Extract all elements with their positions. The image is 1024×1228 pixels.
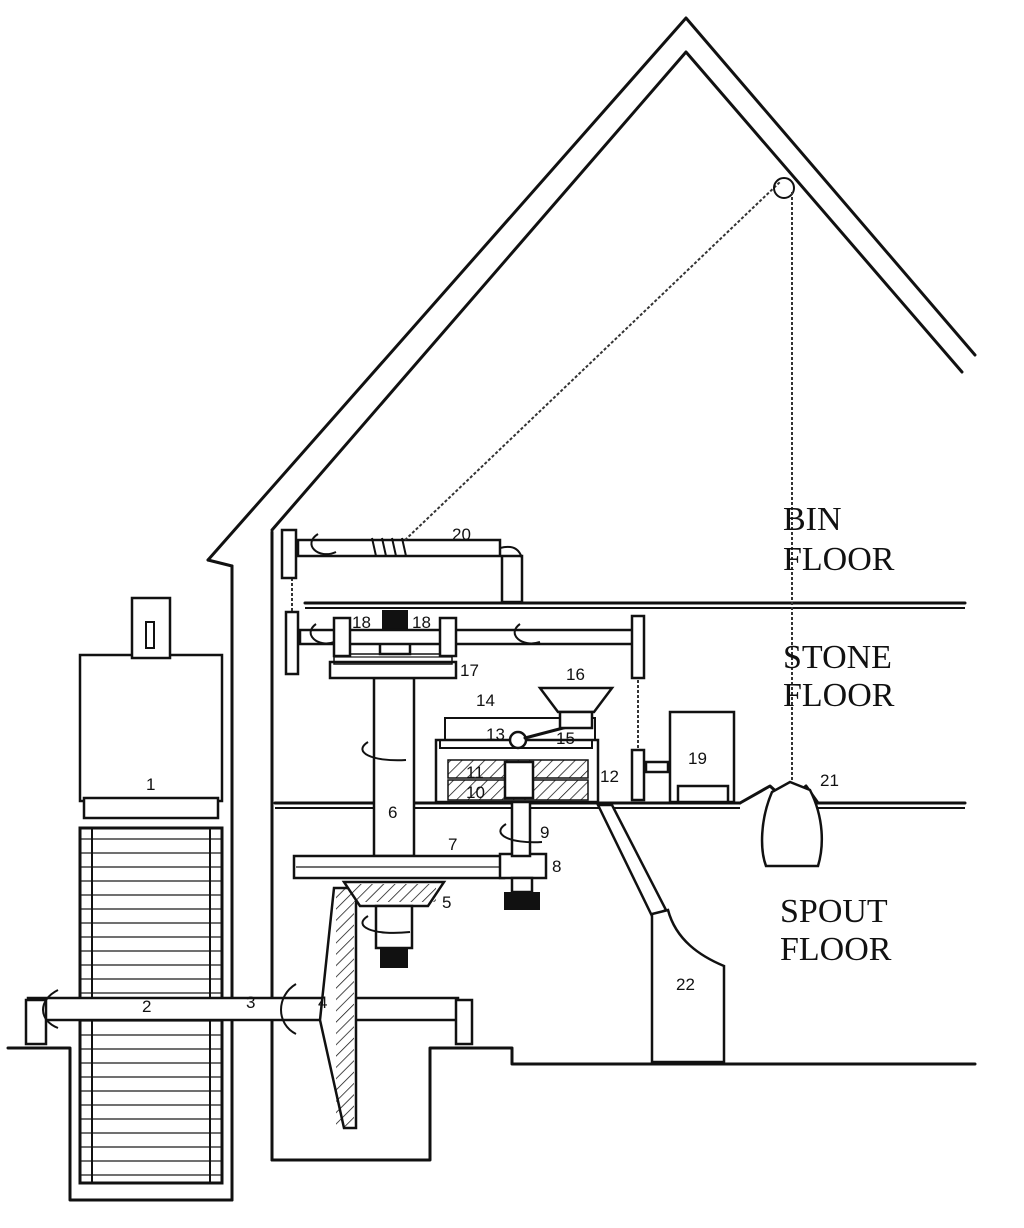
auxiliary-machine <box>630 710 736 804</box>
label-12: 12 <box>600 767 619 786</box>
label-21: 21 <box>820 771 839 790</box>
label-9: 9 <box>540 823 549 842</box>
label-8: 8 <box>552 857 561 876</box>
millstones <box>434 738 600 804</box>
bin-floor-label-line2: FLOOR <box>783 541 895 578</box>
building-walls <box>6 530 977 1202</box>
label-10: 10 <box>466 783 485 802</box>
stone-floor-label-line1: STONE <box>783 639 892 676</box>
flume <box>78 596 224 820</box>
trap-door-and-sack <box>738 780 823 868</box>
label-14: 14 <box>476 691 495 710</box>
sack-hoist <box>280 177 795 785</box>
stone-floor-label-line2: FLOOR <box>783 677 895 714</box>
label-4: 4 <box>318 993 327 1012</box>
label-5: 5 <box>442 893 451 912</box>
label-2: 2 <box>142 997 151 1016</box>
label-1: 1 <box>146 775 155 794</box>
floor-labels: BIN FLOOR STONE FLOOR SPOUT FLOOR <box>780 501 895 968</box>
label-19: 19 <box>688 749 707 768</box>
label-13: 13 <box>486 725 505 744</box>
part-labels: 1 2 3 4 5 6 7 8 9 10 11 12 13 14 15 16 1… <box>142 525 839 1016</box>
label-11: 11 <box>466 763 484 782</box>
roof <box>206 16 977 568</box>
lay-shaft <box>284 578 646 750</box>
label-15: 15 <box>556 729 575 748</box>
label-7: 7 <box>448 835 457 854</box>
label-3: 3 <box>246 993 255 1012</box>
great-spur-wheel <box>292 854 506 880</box>
spout-floor-label-line2: FLOOR <box>780 931 892 968</box>
pit-wheel <box>318 886 358 1130</box>
bin-floor-label-line1: BIN <box>783 501 842 538</box>
label-20: 20 <box>452 525 471 544</box>
label-17: 17 <box>460 661 479 680</box>
label-6: 6 <box>388 803 397 822</box>
label-16: 16 <box>566 665 585 684</box>
stone-nut <box>498 852 548 910</box>
main-shaft <box>361 676 416 934</box>
wallower <box>341 880 447 968</box>
hopper-assembly <box>444 686 615 750</box>
label-18b: 18 <box>412 613 431 632</box>
label-18a: 18 <box>352 613 371 632</box>
label-22: 22 <box>676 975 695 994</box>
spout-floor-label-line1: SPOUT <box>780 893 888 930</box>
crown-wheel <box>328 610 458 680</box>
meal-spout <box>596 803 726 1064</box>
